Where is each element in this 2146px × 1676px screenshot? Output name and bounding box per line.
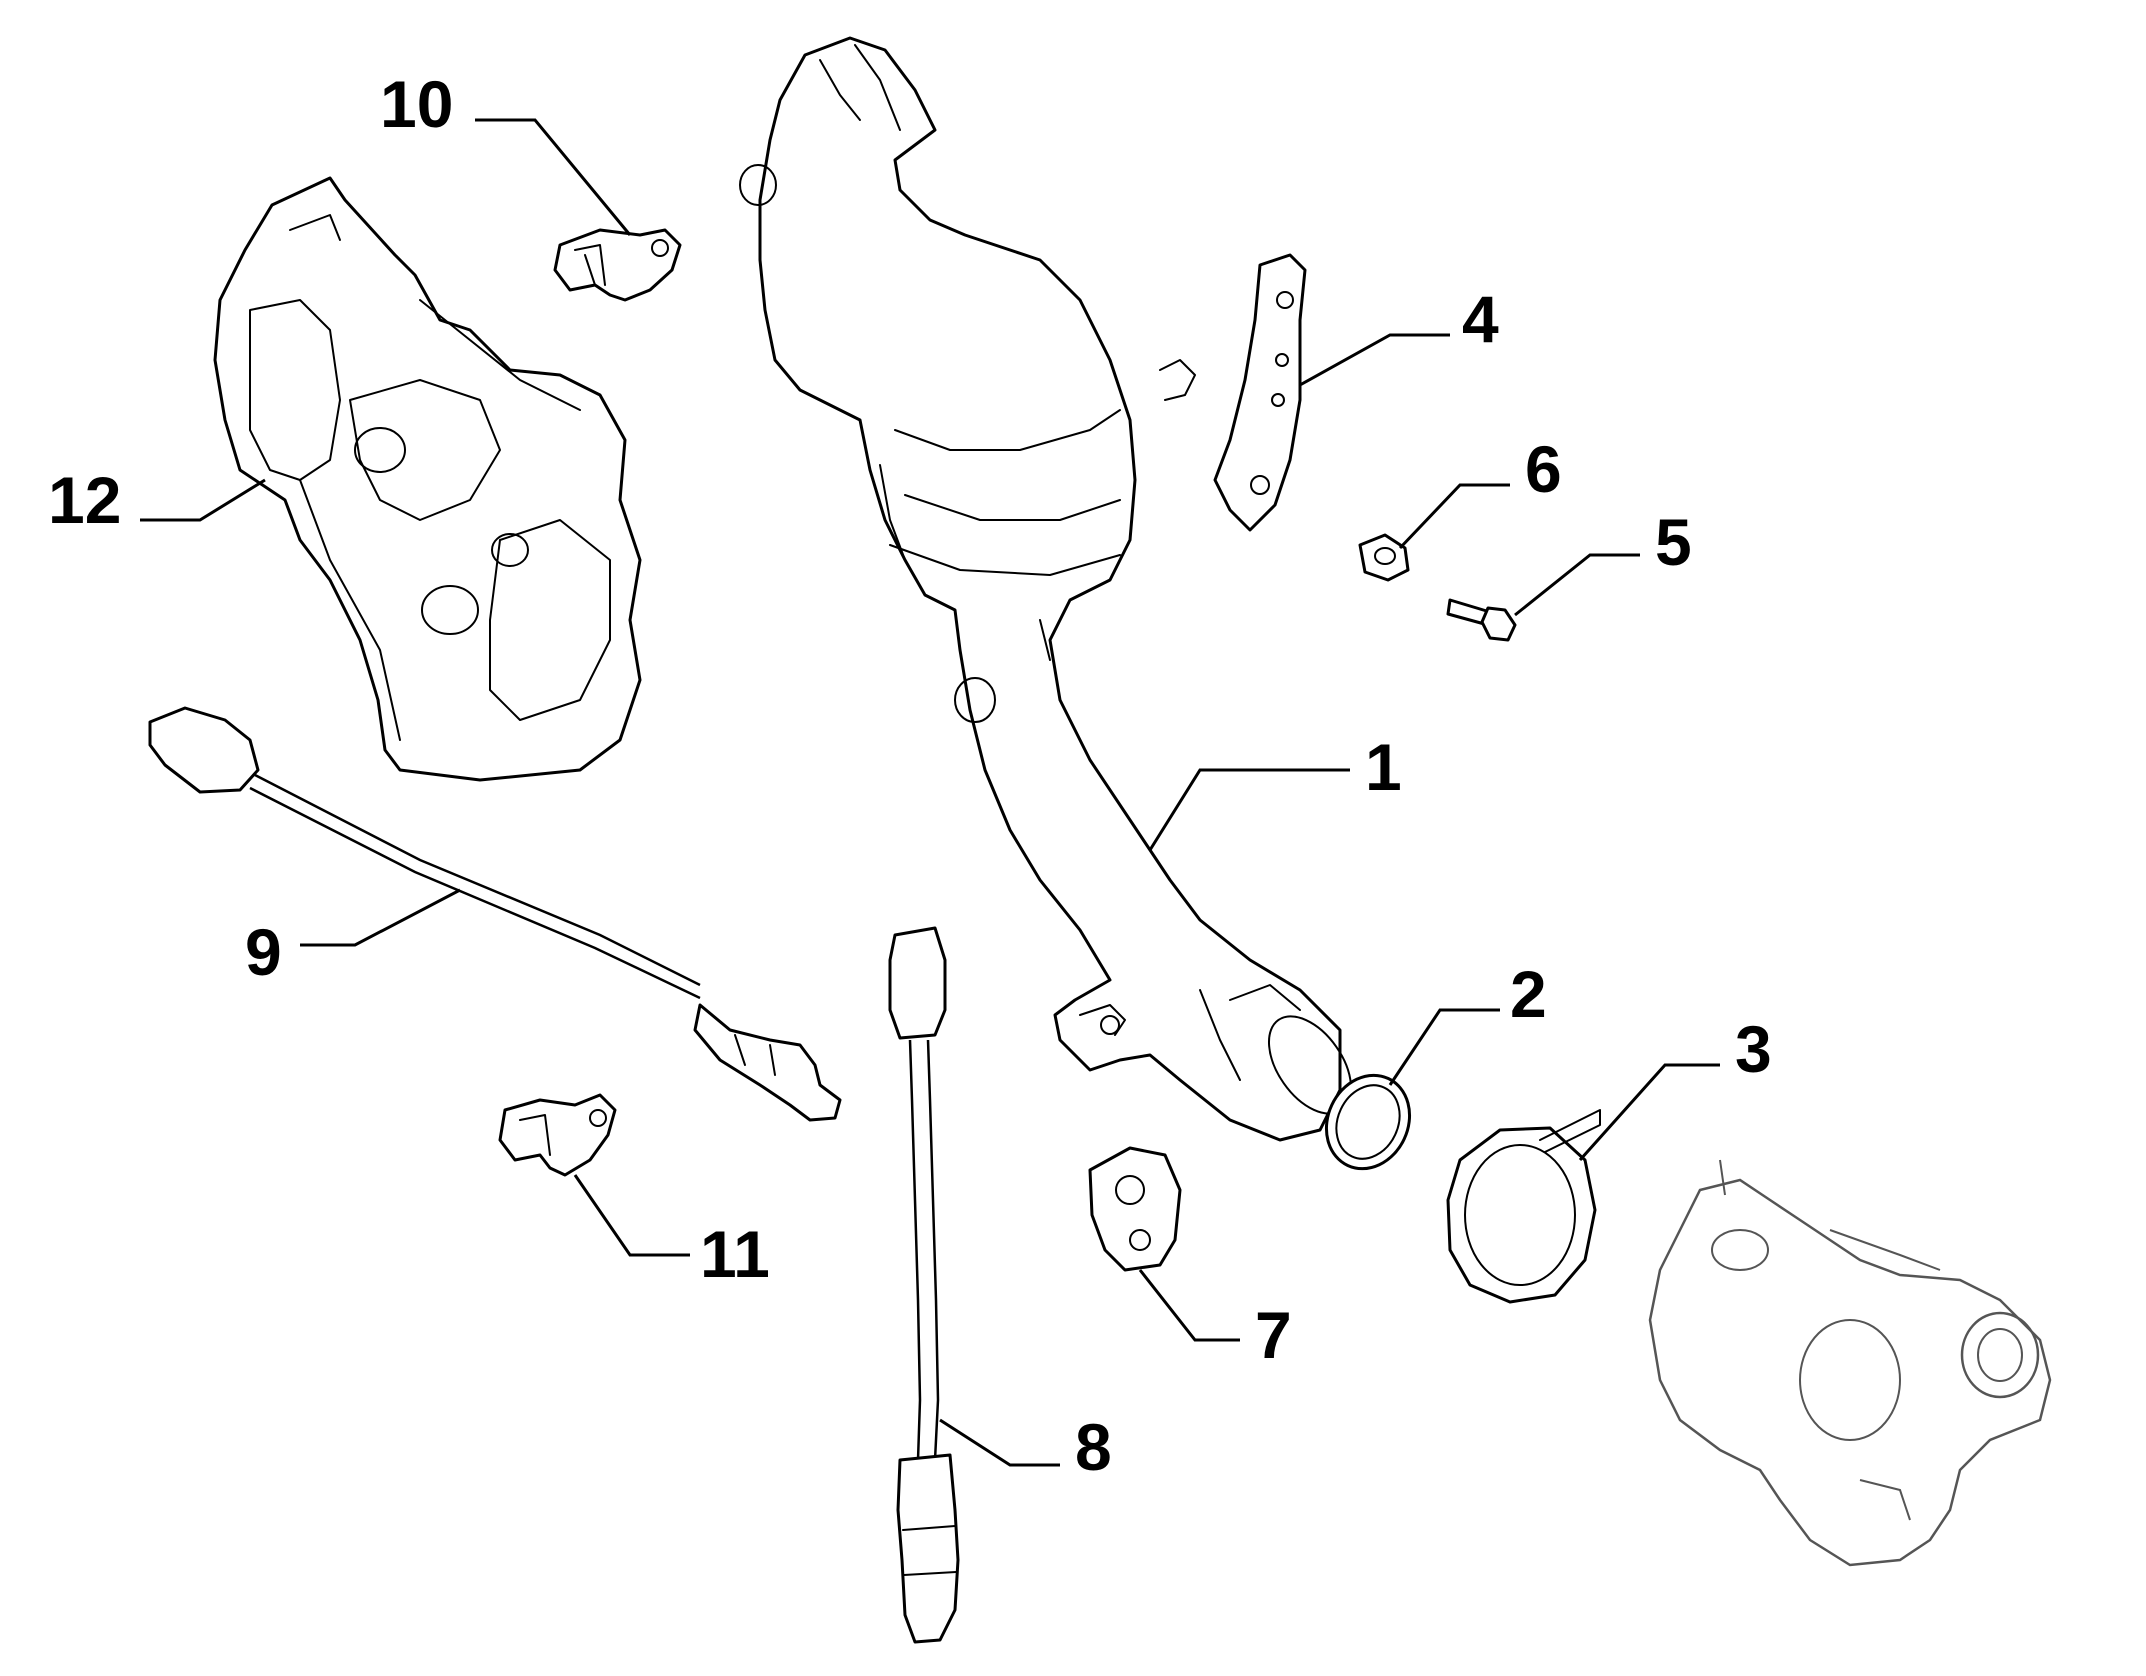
leader-2: [1388, 1008, 1500, 1086]
callout-3: 3: [1735, 1012, 1772, 1086]
leader-1: [1148, 768, 1350, 851]
callout-6: 6: [1525, 432, 1562, 506]
callout-9: 9: [245, 915, 282, 989]
leader-12: [140, 478, 266, 522]
leader-10: [475, 118, 632, 236]
leader-11: [573, 1174, 690, 1257]
part-catalytic-converter-downpipe: [739, 36, 1353, 1142]
leader-4: [1299, 333, 1450, 387]
part-connector-bracket-10: [553, 228, 682, 302]
callout-5: 5: [1655, 505, 1692, 579]
callout-labels: 1 2 3 4 5 6 7 8 9 10 11 12: [48, 67, 1772, 1484]
leader-6: [1398, 483, 1510, 550]
part-gasket-ring: [1324, 1073, 1412, 1171]
part-connector-bracket-11: [498, 1093, 617, 1177]
part-nut: [1358, 533, 1410, 582]
part-bolt: [1446, 598, 1517, 642]
leader-3: [1578, 1063, 1720, 1162]
part-heat-shield: [213, 176, 642, 782]
part-turbocharger: [1648, 1159, 2052, 1567]
leader-9: [300, 888, 461, 947]
part-oxygen-sensor-8: [888, 926, 960, 1644]
leader-5: [1514, 553, 1640, 617]
callout-11: 11: [700, 1217, 770, 1291]
callout-2: 2: [1510, 957, 1547, 1031]
part-support-bracket: [1213, 253, 1307, 532]
callout-12: 12: [48, 463, 121, 537]
part-oxygen-sensor-9: [148, 706, 842, 1122]
callout-10: 10: [380, 67, 453, 141]
leader-7: [1138, 1269, 1240, 1342]
callout-7: 7: [1255, 1298, 1292, 1372]
part-rubber-hanger: [1088, 1146, 1182, 1272]
callout-8: 8: [1075, 1410, 1112, 1484]
callout-1: 1: [1365, 730, 1402, 804]
callout-4: 4: [1462, 282, 1499, 356]
part-vband-clamp: [1446, 1109, 1601, 1304]
leader-lines: [140, 118, 1720, 1467]
leader-8: [939, 1418, 1060, 1467]
